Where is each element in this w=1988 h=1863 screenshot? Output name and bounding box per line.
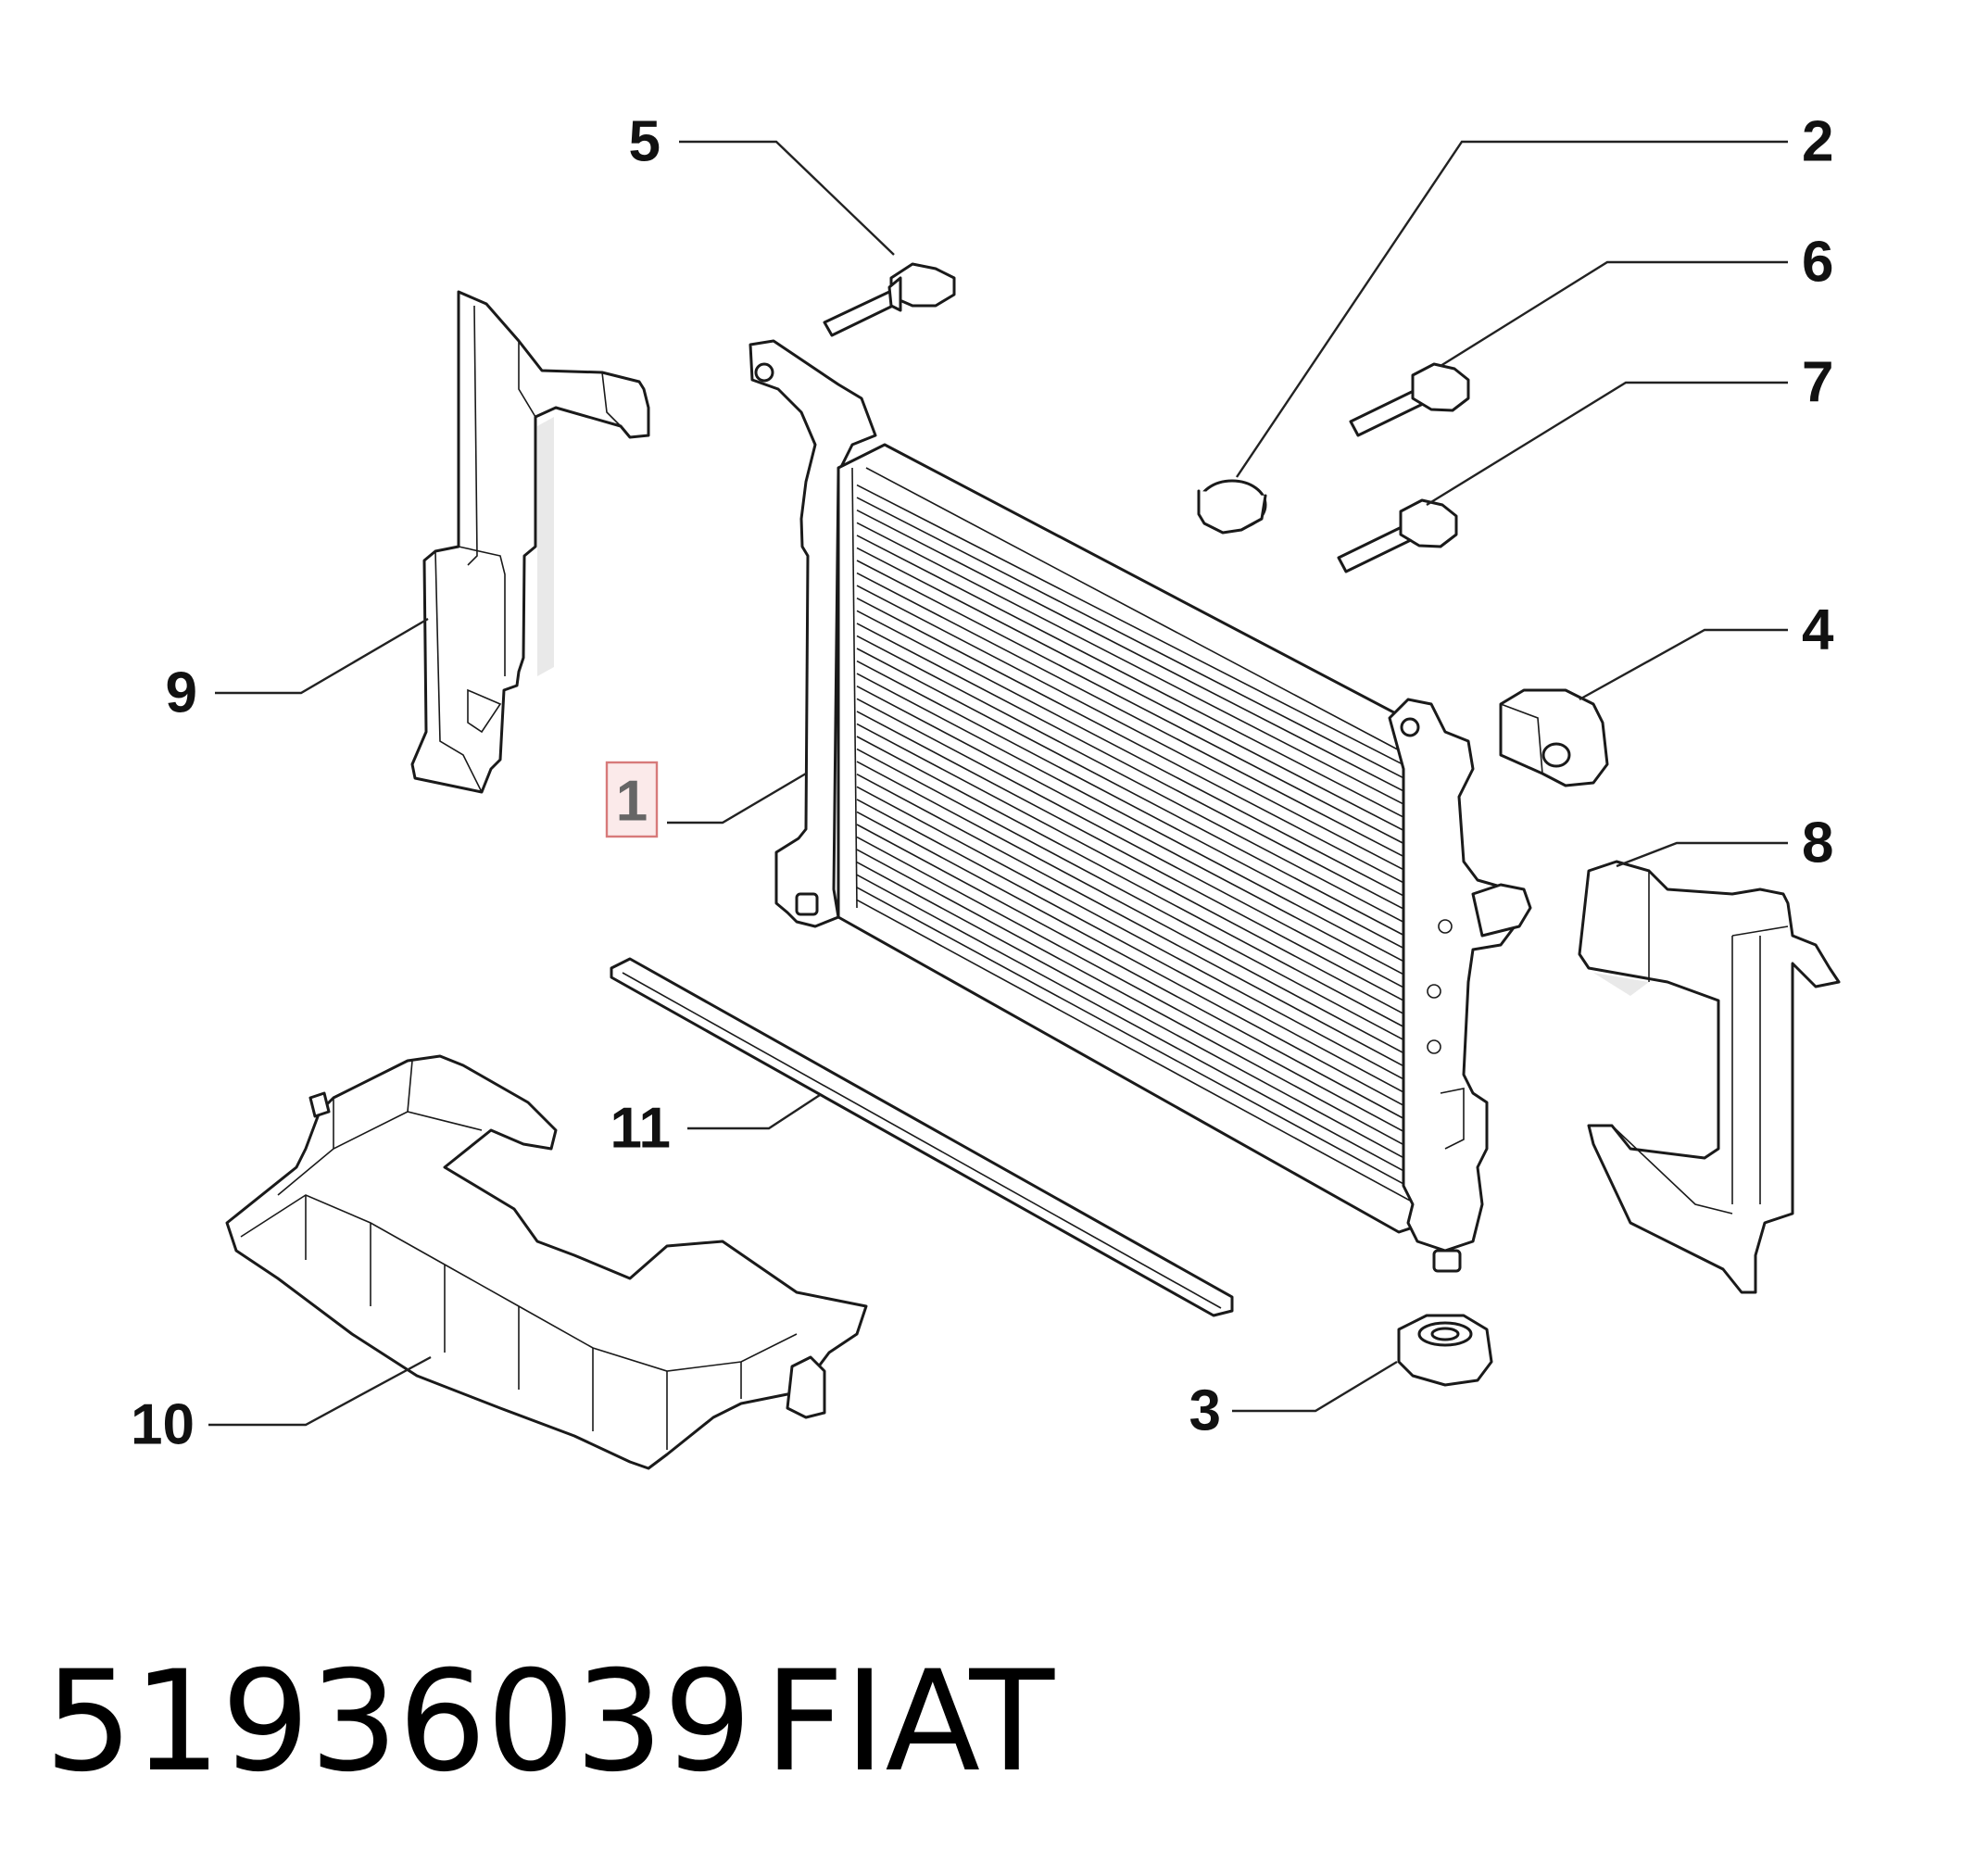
leader-5 [679, 140, 895, 256]
leader-7 [1426, 381, 1788, 507]
radiator-fin [856, 849, 1411, 1150]
part-3-lower-mount [1397, 1314, 1493, 1387]
radiator-fin [856, 522, 1411, 809]
callout-9: 9 [166, 661, 197, 725]
radiator-fin [856, 535, 1411, 822]
part-number: 51936039 [44, 1642, 751, 1803]
radiator-fin [856, 509, 1411, 796]
part-5-bolt [823, 262, 956, 337]
callout-3: 3 [1189, 1379, 1221, 1443]
radiator-fin [856, 887, 1411, 1189]
radiator-fin [856, 711, 1411, 1005]
radiator-fin [856, 698, 1411, 992]
radiator-fin [856, 585, 1411, 875]
radiator-fin [856, 811, 1411, 1110]
callout-7: 7 [1802, 351, 1833, 415]
caption: 51936039 FIAT [44, 1642, 1055, 1803]
radiator-fin [856, 824, 1411, 1123]
callout-4: 4 [1802, 598, 1834, 662]
part-11-seal-strip [610, 957, 1234, 1317]
leader-3 [1232, 1360, 1398, 1413]
radiator-fin [856, 547, 1411, 835]
leader-11 [687, 1093, 821, 1130]
radiator-fin [856, 497, 1411, 783]
callout-5: 5 [629, 110, 661, 174]
callout-2: 2 [1802, 110, 1833, 174]
radiator-fin [856, 610, 1411, 900]
radiator-fin [856, 761, 1411, 1058]
part-9-left-air-deflector [410, 290, 650, 794]
radiator-fin [856, 786, 1411, 1084]
radiator-fin [856, 572, 1411, 861]
callout-11: 11 [610, 1097, 671, 1161]
callout-10: 10 [131, 1393, 195, 1457]
callout-1-highlight [605, 761, 659, 838]
radiator-fins [856, 484, 1411, 1202]
part-6-bolt [1349, 362, 1470, 437]
part-7-bolt [1337, 498, 1458, 573]
part-8-right-air-deflector [1578, 860, 1841, 1294]
leader-lines [208, 140, 1788, 1427]
radiator-fin [856, 673, 1411, 966]
callout-labels: 5 2 6 7 4 9 1 8 11 10 3 [131, 110, 1834, 1457]
leader-10 [208, 1355, 432, 1427]
part-2-grommet [1197, 479, 1267, 535]
leader-1 [667, 772, 807, 825]
part-4-mounting-pad [1499, 688, 1609, 787]
leader-2 [1236, 140, 1788, 478]
radiator-fin [856, 799, 1411, 1097]
radiator-fin [856, 597, 1411, 887]
radiator-fin [856, 635, 1411, 926]
leader-6 [1440, 260, 1788, 368]
callout-8: 8 [1802, 812, 1833, 875]
callout-1: 1 [616, 770, 648, 834]
part-10-lower-shield [225, 1054, 868, 1470]
radiator-fin [856, 723, 1411, 1018]
radiator-fin [856, 773, 1411, 1071]
radiator-fin [856, 736, 1411, 1031]
leader-9 [215, 617, 429, 695]
radiator-fin [856, 748, 1411, 1044]
radiator-fin [856, 660, 1411, 952]
radiator-fin [856, 623, 1411, 913]
leader-4 [1579, 628, 1788, 701]
radiator-fin [856, 861, 1411, 1163]
leader-8 [1616, 841, 1788, 868]
part-1-radiator [749, 339, 1532, 1273]
radiator-fin [856, 836, 1411, 1136]
radiator-fin [856, 560, 1411, 848]
brand-name: FIAT [764, 1642, 1055, 1803]
radiator-fin [856, 685, 1411, 979]
radiator-fin [856, 899, 1411, 1202]
callout-6: 6 [1802, 231, 1833, 295]
radiator-fin [856, 874, 1411, 1176]
radiator-fin [856, 484, 1411, 769]
radiator-fin [856, 648, 1411, 939]
